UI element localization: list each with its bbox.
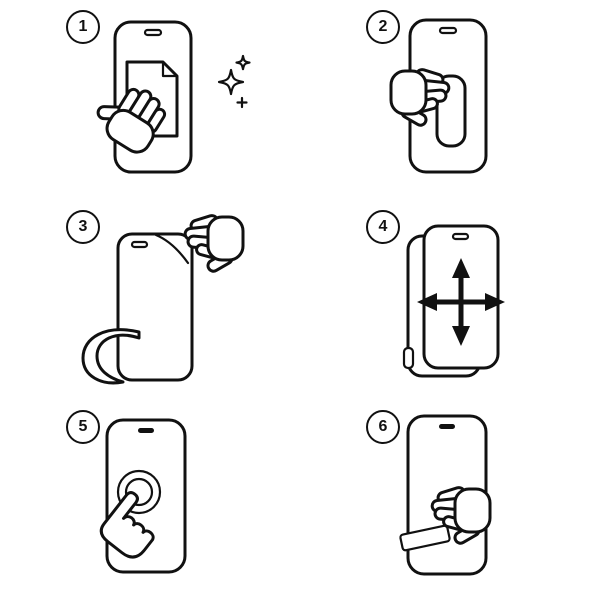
step-number-badge: 1 <box>66 10 100 44</box>
step-5: 5 <box>0 400 300 600</box>
film-corner <box>154 233 190 265</box>
step-number: 4 <box>378 218 388 235</box>
sparkle-icon <box>217 54 251 109</box>
step-1-illustration <box>96 20 251 174</box>
press-ripple-icon <box>116 469 162 515</box>
step-number: 1 <box>78 18 88 35</box>
step-5-illustration <box>99 418 187 574</box>
step-3-illustration <box>81 212 245 385</box>
step-number-badge: 2 <box>366 10 400 44</box>
step-2-illustration <box>389 18 488 174</box>
applicator-card <box>399 524 451 552</box>
step-number-badge: 5 <box>66 410 100 444</box>
step-number: 2 <box>378 18 388 35</box>
step-number: 3 <box>78 218 88 235</box>
step-6: 6 <box>300 400 600 600</box>
step-number-badge: 6 <box>366 410 400 444</box>
step-3: 3 <box>0 200 300 400</box>
move-arrows-icon <box>417 258 505 346</box>
hand-pressing <box>99 491 155 559</box>
step-number-badge: 4 <box>366 210 400 244</box>
step-number: 6 <box>378 418 388 435</box>
step-4-illustration <box>402 224 505 378</box>
phone-outline <box>116 232 194 382</box>
step-number-badge: 3 <box>66 210 100 244</box>
step-2: 2 <box>300 0 600 200</box>
hand-wiping <box>96 87 167 154</box>
step-number: 5 <box>78 418 88 435</box>
step-4: 4 <box>300 200 600 400</box>
step-1: 1 <box>0 0 300 200</box>
hand-holding <box>81 328 141 385</box>
step-6-illustration <box>399 414 492 576</box>
